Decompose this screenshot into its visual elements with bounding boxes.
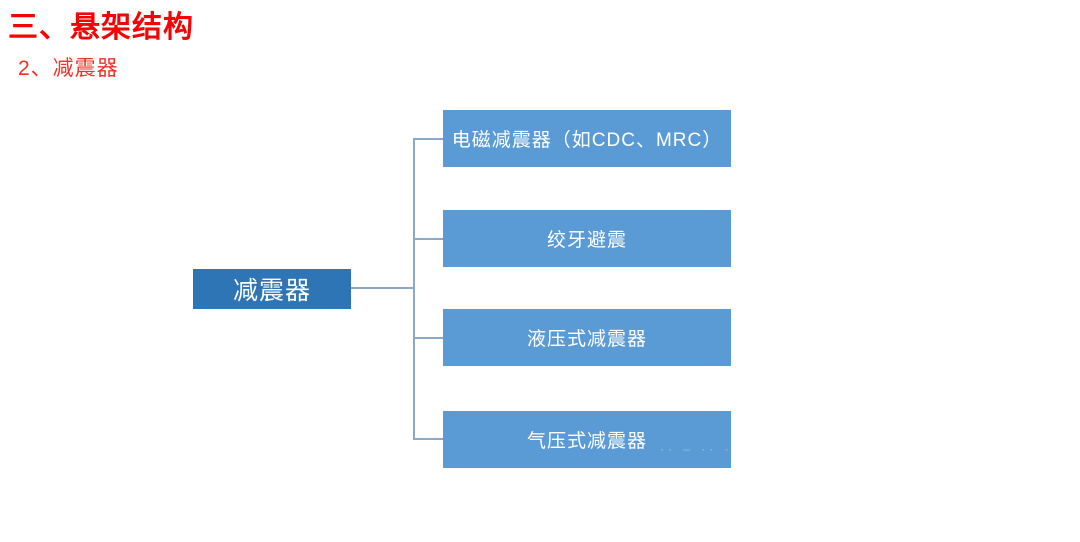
diagram-root-label: 减震器	[232, 277, 311, 305]
diagram-child-box-electromagnetic: 电磁减震器（如CDC、MRC）	[443, 110, 731, 167]
diagram-child-box-hydraulic: 液压式减震器	[443, 309, 731, 366]
connector-branch-2	[413, 238, 443, 240]
connector-branch-1	[413, 138, 443, 140]
connector-root-stub	[351, 287, 413, 289]
diagram-child-box-pneumatic: 气压式减震器	[443, 411, 731, 468]
diagram-child-label: 液压式减震器	[526, 329, 647, 350]
slide-subtitle: 2、减震器	[18, 57, 119, 80]
connector-branch-4	[413, 438, 443, 440]
diagram-child-label: 气压式减震器	[526, 431, 647, 452]
diagram-root-box: 减震器	[193, 269, 351, 309]
diagram-child-label: 电磁减震器（如CDC、MRC）	[451, 130, 723, 151]
slide-title: 三、悬架结构	[8, 11, 194, 44]
connector-branch-3	[413, 337, 443, 339]
connector-trunk	[413, 138, 415, 440]
diagram-child-label: 绞牙避震	[546, 230, 627, 251]
diagram-child-box-coilover: 绞牙避震	[443, 210, 731, 267]
